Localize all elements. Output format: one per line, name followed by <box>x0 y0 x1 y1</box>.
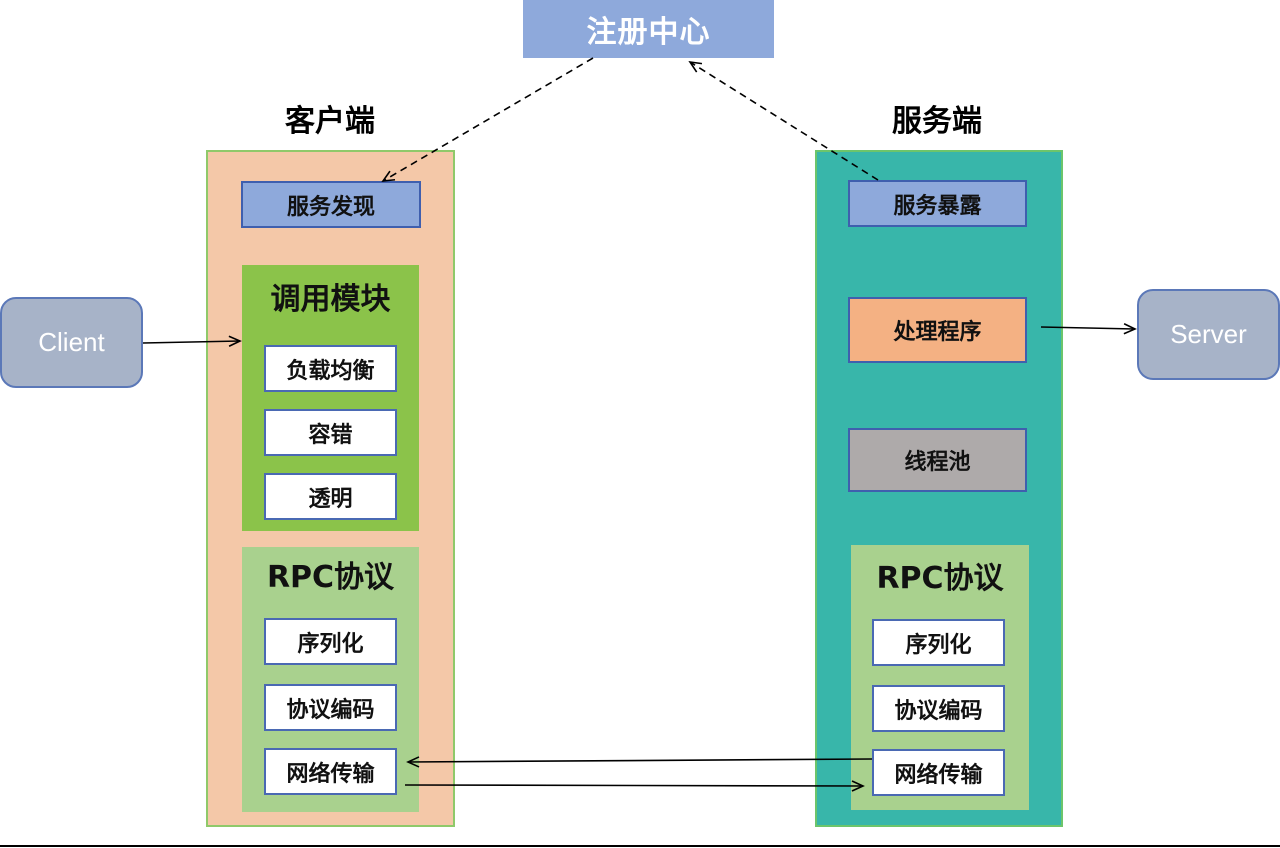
bottom-divider <box>0 845 1280 847</box>
service-exposure-box: 服务暴露 <box>848 180 1027 227</box>
handler-box: 处理程序 <box>848 297 1027 363</box>
server-protocol-encoding-box: 协议编码 <box>872 685 1005 732</box>
load-balancing-box: 负载均衡 <box>264 345 397 392</box>
thread-pool-box: 线程池 <box>848 428 1027 492</box>
server-rpc-protocol-title: RPC协议 <box>876 561 1004 596</box>
client-serialization-box: 序列化 <box>264 618 397 665</box>
server-network-transport-box: 网络传输 <box>872 749 1005 796</box>
registry-center-box: 注册中心 <box>523 0 774 58</box>
server-serialization-box: 序列化 <box>872 619 1005 666</box>
client-protocol-encoding-box: 协议编码 <box>264 684 397 731</box>
invoke-module-title: 调用模块 <box>270 282 391 317</box>
fault-tolerance-box: 容错 <box>264 409 397 456</box>
server-to-client-network-arrow <box>406 756 873 768</box>
client-side-title: 客户端 <box>285 104 375 139</box>
transparency-box: 透明 <box>264 473 397 520</box>
server-endpoint: Server <box>1137 289 1280 380</box>
service-discovery-box: 服务发现 <box>241 181 421 228</box>
client-endpoint: Client <box>0 297 143 388</box>
client-network-transport-box: 网络传输 <box>264 748 397 795</box>
client-to-server-network-arrow <box>404 780 865 792</box>
client-rpc-protocol-title: RPC协议 <box>266 560 395 595</box>
server-side-title: 服务端 <box>892 104 982 139</box>
